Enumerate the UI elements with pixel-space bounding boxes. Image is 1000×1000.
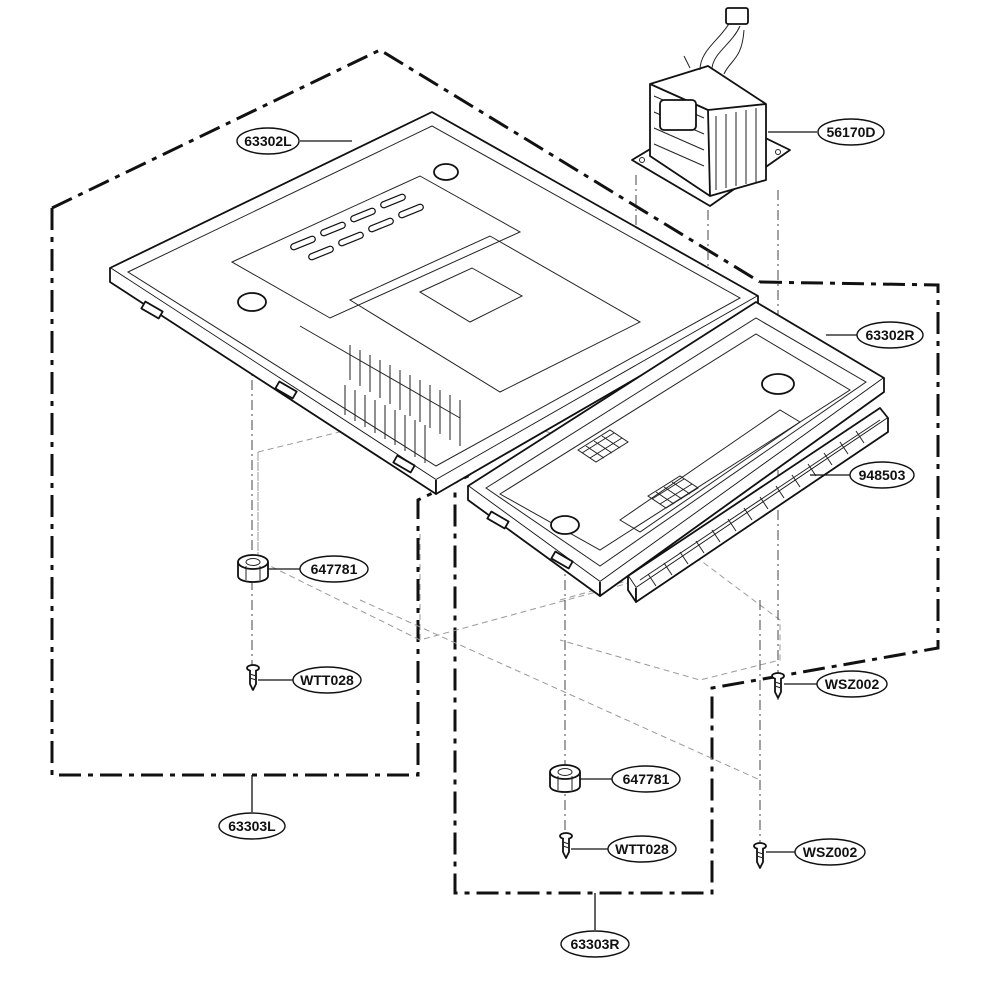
leader-lines	[251, 131, 858, 930]
label-63302L-text: 63302L	[244, 133, 292, 149]
label-63303R: 63303R	[560, 930, 630, 958]
perforation-grid-lower	[647, 475, 699, 509]
screw-wtt028-right	[559, 832, 573, 859]
label-WTT028-left-text: WTT028	[300, 672, 354, 688]
assembly-boundary-left	[50, 48, 761, 777]
label-63302R: 63302R	[856, 321, 924, 349]
base-plate-right	[467, 301, 885, 597]
label-63302R-text: 63302R	[865, 327, 914, 343]
label-WTT028-right: WTT028	[607, 835, 677, 863]
label-63303R-text: 63303R	[570, 936, 619, 952]
vent-slots-upper	[290, 193, 424, 261]
label-647781-right: 647781	[611, 765, 681, 793]
label-647781-left: 647781	[299, 555, 369, 583]
label-WTT028-left: WTT028	[292, 666, 362, 694]
gasket-strip	[627, 407, 889, 603]
label-WTT028-right-text: WTT028	[615, 841, 669, 857]
perforation-grid-upper	[577, 429, 629, 463]
assembly-boundary-right	[453, 280, 940, 895]
screw-wsz002-upper	[771, 672, 785, 699]
screw-wsz002-lower	[753, 842, 767, 869]
label-56170D-text: 56170D	[826, 124, 875, 140]
label-948503-text: 948503	[859, 467, 906, 483]
label-948503: 948503	[849, 461, 915, 489]
label-63303L-text: 63303L	[228, 818, 276, 834]
transformer	[631, 7, 791, 207]
plate-feet-left	[140, 300, 416, 474]
label-WSZ002-lower-text: WSZ002	[803, 844, 858, 860]
label-63303L: 63303L	[218, 812, 286, 840]
label-63302L: 63302L	[236, 127, 300, 155]
label-WSZ002-upper-text: WSZ002	[825, 676, 880, 692]
plate-feet-right	[486, 510, 574, 570]
label-WSZ002-upper: WSZ002	[816, 670, 888, 698]
label-647781-left-text: 647781	[311, 561, 358, 577]
label-647781-right-text: 647781	[623, 771, 670, 787]
label-WSZ002-lower: WSZ002	[794, 838, 866, 866]
base-plate-left	[109, 111, 759, 495]
label-56170D: 56170D	[817, 118, 885, 146]
screw-wtt028-left	[246, 664, 260, 691]
foot-right	[549, 764, 581, 793]
foot-left	[237, 554, 269, 583]
vent-slots-lower	[344, 345, 461, 463]
